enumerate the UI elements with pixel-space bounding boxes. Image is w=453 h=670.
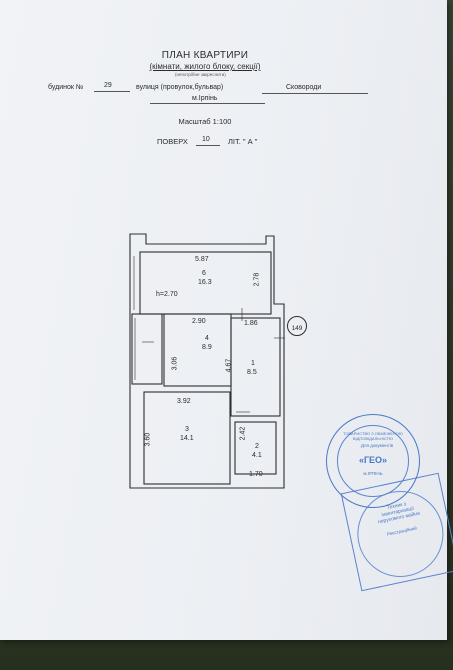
dim-1-86: 1.86 [244, 320, 258, 327]
marker-number: 149 [291, 325, 303, 332]
subtitle-text: (кімнати, жилого блоку, секції) [149, 62, 261, 71]
room-4-number: 4 [205, 335, 209, 342]
dim-2-42: 2.42 [239, 426, 247, 441]
room-2-outline [234, 421, 277, 475]
balcony-outline [131, 313, 163, 385]
street-label: вулиця (провулок,бульвар) [136, 84, 224, 91]
room-1-number: 1 [251, 360, 255, 367]
round-stamp-side-text: Для документів [360, 443, 394, 448]
subtitle-note: (непотрібне закреслити) [175, 72, 226, 77]
dim-4-67: 4.67 [225, 358, 233, 373]
round-stamp-outer-text: ТОВАРИСТВО З ОБМЕЖЕНОЮ ВІДПОВІДАЛЬНІСТЮ [343, 431, 403, 441]
dim-3-60: 3.60 [144, 432, 152, 447]
building-label: будинок № [48, 84, 84, 91]
floor-number: 10 [202, 136, 210, 143]
building-number: 29 [104, 82, 112, 89]
street-name: Сковороди [286, 84, 322, 91]
height-label: h=2.70 [156, 291, 178, 298]
letter-label: ЛІТ. " А " [228, 137, 258, 146]
dim-3-06: 3.06 [171, 356, 179, 371]
marker-circle: 149 [287, 316, 307, 336]
outer-wall [129, 233, 285, 489]
dim-1-70: 1.70 [249, 471, 263, 478]
floor-plan [129, 233, 285, 489]
street-name-line [262, 93, 368, 94]
dim-5-87: 5.87 [195, 256, 209, 263]
scale-label: Масштаб 1:100 [178, 117, 232, 126]
round-stamp-inner-ring [337, 425, 409, 497]
room-3-outline [143, 391, 231, 485]
document-subtitle: (кімнати, жилого блоку, секції) [0, 62, 410, 71]
room-3-number: 3 [185, 426, 189, 433]
room-1-area: 8.5 [247, 369, 257, 376]
dim-2-90: 2.90 [192, 318, 206, 325]
round-stamp: ТОВАРИСТВО З ОБМЕЖЕНОЮ ВІДПОВІДАЛЬНІСТЮ … [326, 414, 420, 508]
room-3-area: 14.1 [180, 435, 194, 442]
room-6-number: 6 [202, 270, 206, 277]
floor-number-line [196, 145, 220, 146]
dim-3-92: 3.92 [177, 398, 191, 405]
room-2-number: 2 [255, 443, 259, 450]
room-6-area: 16.3 [198, 279, 212, 286]
dim-2-78: 2.78 [253, 272, 261, 287]
room-4-area: 8.9 [202, 344, 212, 351]
city-name: м.Ірпінь [192, 95, 218, 102]
document-sheet: ПЛАН КВАРТИРИ (кімнати, жилого блоку, се… [0, 0, 453, 640]
round-stamp-bottom-text: м.ІРПІНЬ [363, 471, 383, 476]
room-2-area: 4.1 [252, 452, 262, 459]
city-line [150, 103, 265, 104]
room-1-outline [230, 317, 281, 417]
round-stamp-center-text: «ГЕО» [358, 455, 388, 465]
floor-label: ПОВЕРХ [157, 137, 188, 146]
document-title: ПЛАН КВАРТИРИ [161, 50, 249, 61]
building-number-line [94, 91, 130, 92]
